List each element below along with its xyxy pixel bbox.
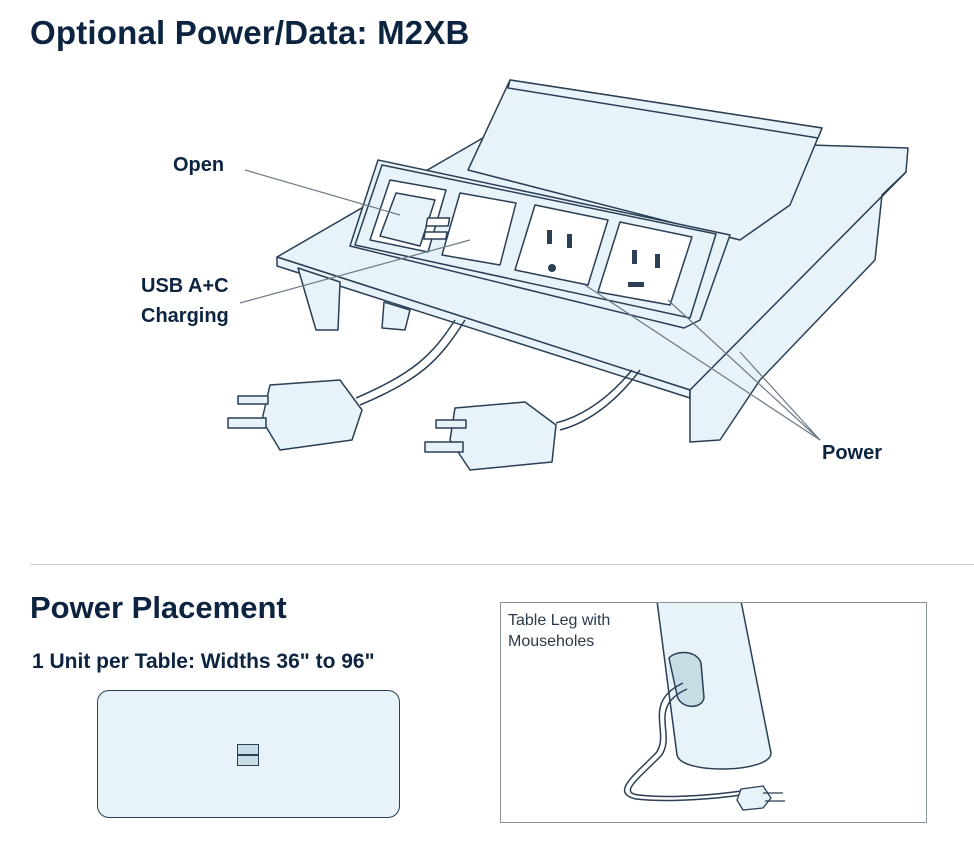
callout-usb-line2: Charging xyxy=(141,305,229,327)
bracket-right xyxy=(689,171,907,443)
plug-2-prong-a xyxy=(424,441,464,453)
outlet-1 xyxy=(514,204,609,286)
open-window xyxy=(379,192,436,247)
plug-1 xyxy=(261,379,363,451)
usb-port-c xyxy=(423,231,448,240)
inset-caption-line2: Mouseholes xyxy=(508,633,595,650)
lid-edge xyxy=(507,79,823,139)
bracket-left xyxy=(297,267,341,331)
callout-open-label: Open xyxy=(173,154,225,176)
usb-port-a xyxy=(425,217,451,227)
clip-1 xyxy=(381,301,411,331)
leg-plug xyxy=(736,785,772,811)
section-divider xyxy=(30,564,974,565)
plug-1-prong-a xyxy=(227,417,267,429)
outlet-2 xyxy=(597,221,693,306)
m2xb-illustration xyxy=(227,79,909,471)
callout-power: Power xyxy=(822,438,882,468)
plug-1-prong-b xyxy=(237,395,269,405)
callout-usb: USB A+C Charging xyxy=(141,271,229,331)
table-leg-illustration xyxy=(623,603,785,811)
power-unit-marker xyxy=(237,744,259,766)
callout-usb-line1: USB A+C xyxy=(141,275,229,297)
plug-2-prong-b xyxy=(435,419,467,429)
inset-caption: Table Leg with Mouseholes xyxy=(508,610,658,652)
inset-caption-line1: Table Leg with xyxy=(508,612,611,629)
table-leg xyxy=(656,603,772,770)
page-title: Optional Power/Data: M2XB xyxy=(30,14,470,51)
table-leg-inset: Table Leg with Mouseholes xyxy=(500,602,927,823)
mousehole xyxy=(668,651,705,707)
callout-open: Open xyxy=(173,150,224,180)
plug-2 xyxy=(449,401,557,471)
section-title: Power Placement xyxy=(30,590,287,625)
callout-power-label: Power xyxy=(822,442,883,464)
section-subtitle: 1 Unit per Table: Widths 36" to 96" xyxy=(32,650,375,673)
usb-module xyxy=(441,192,517,266)
